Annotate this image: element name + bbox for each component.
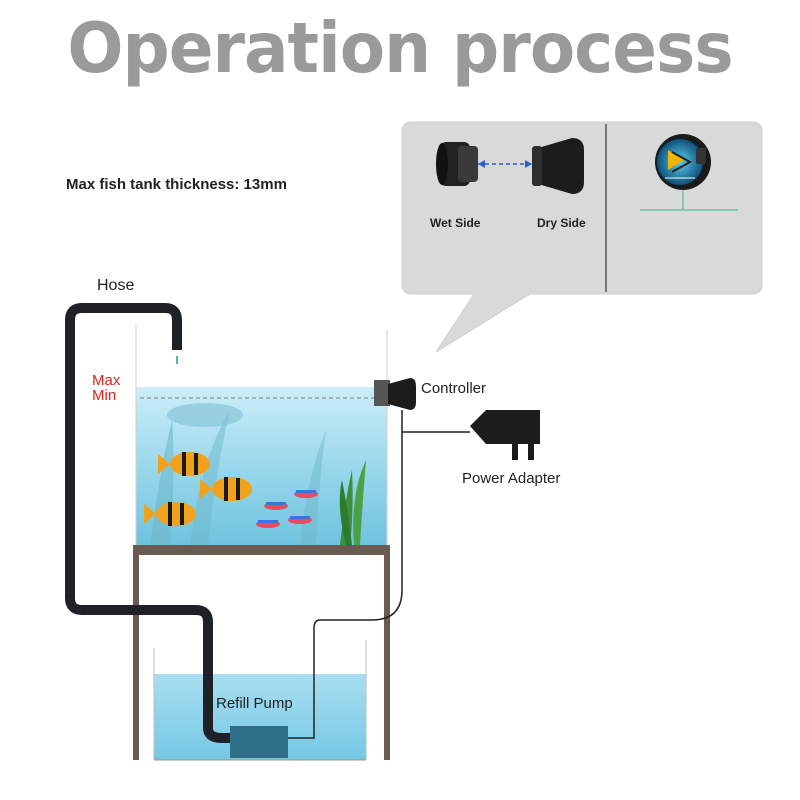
wet-side-label: Wet Side: [430, 216, 481, 230]
min-label: Min: [92, 387, 117, 404]
hose-tube: [65, 303, 234, 743]
neon-tetra-icon: [256, 490, 318, 528]
refill-pump-label: Refill Pump: [216, 695, 293, 712]
hose-label: Hose: [97, 277, 135, 294]
page-title: Operation process: [67, 8, 733, 89]
controller-device-icon: [640, 134, 738, 211]
goldfish-icon: [200, 477, 252, 501]
wet-side-sensor-icon: [436, 142, 478, 186]
power-adapter-icon: [470, 410, 540, 460]
goldfish-icon: [158, 452, 210, 476]
max-min-label: Max Min: [92, 373, 120, 403]
refill-pump-icon: [230, 726, 288, 758]
controller-cable: [288, 410, 403, 739]
power-adapter-label: Power Adapter: [462, 470, 561, 487]
tank-stand: [133, 545, 390, 760]
goldfish-icon: [144, 502, 196, 526]
controller-sensor-icon: [374, 378, 416, 410]
dry-side-label: Dry Side: [537, 216, 586, 230]
controller-label: Controller: [421, 380, 487, 397]
alignment-arrow-icon: [478, 160, 532, 168]
dry-side-sensor-icon: [532, 138, 584, 194]
max-label: Max: [92, 372, 121, 389]
tank-thickness-note: Max fish tank thickness: 13mm: [66, 176, 287, 193]
